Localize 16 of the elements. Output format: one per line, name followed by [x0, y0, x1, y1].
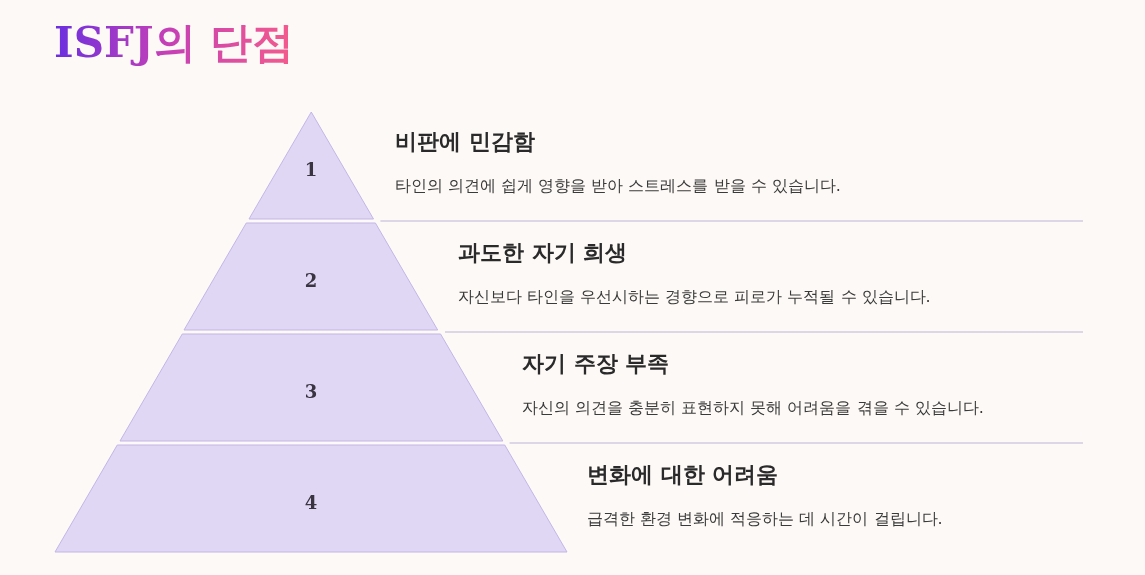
layer-description: 급격한 환경 변화에 적응하는 데 시간이 걸립니다. — [587, 508, 943, 530]
layer-heading: 과도한 자기 희생 — [458, 239, 628, 267]
layer-heading: 변화에 대한 어려움 — [587, 461, 779, 489]
pyramid-layer — [248, 112, 374, 219]
pyramid-layer — [119, 334, 503, 441]
layer-description: 자신의 의견을 충분히 표현하지 못해 어려움을 겪을 수 있습니다. — [522, 397, 984, 419]
pyramid-layer — [184, 223, 438, 330]
layer-number: 3 — [304, 380, 318, 403]
layer-description: 자신보다 타인을 우선시하는 경향으로 피로가 누적될 수 있습니다. — [458, 286, 931, 308]
layer-heading: 자기 주장 부족 — [522, 350, 670, 378]
layer-number: 4 — [304, 491, 318, 514]
pyramid-layer — [55, 445, 567, 552]
layer-description: 타인의 의견에 쉽게 영향을 받아 스트레스를 받을 수 있습니다. — [395, 175, 841, 197]
layer-number: 2 — [304, 269, 318, 292]
layer-heading: 비판에 민감함 — [395, 128, 535, 156]
layer-number: 1 — [304, 158, 318, 181]
